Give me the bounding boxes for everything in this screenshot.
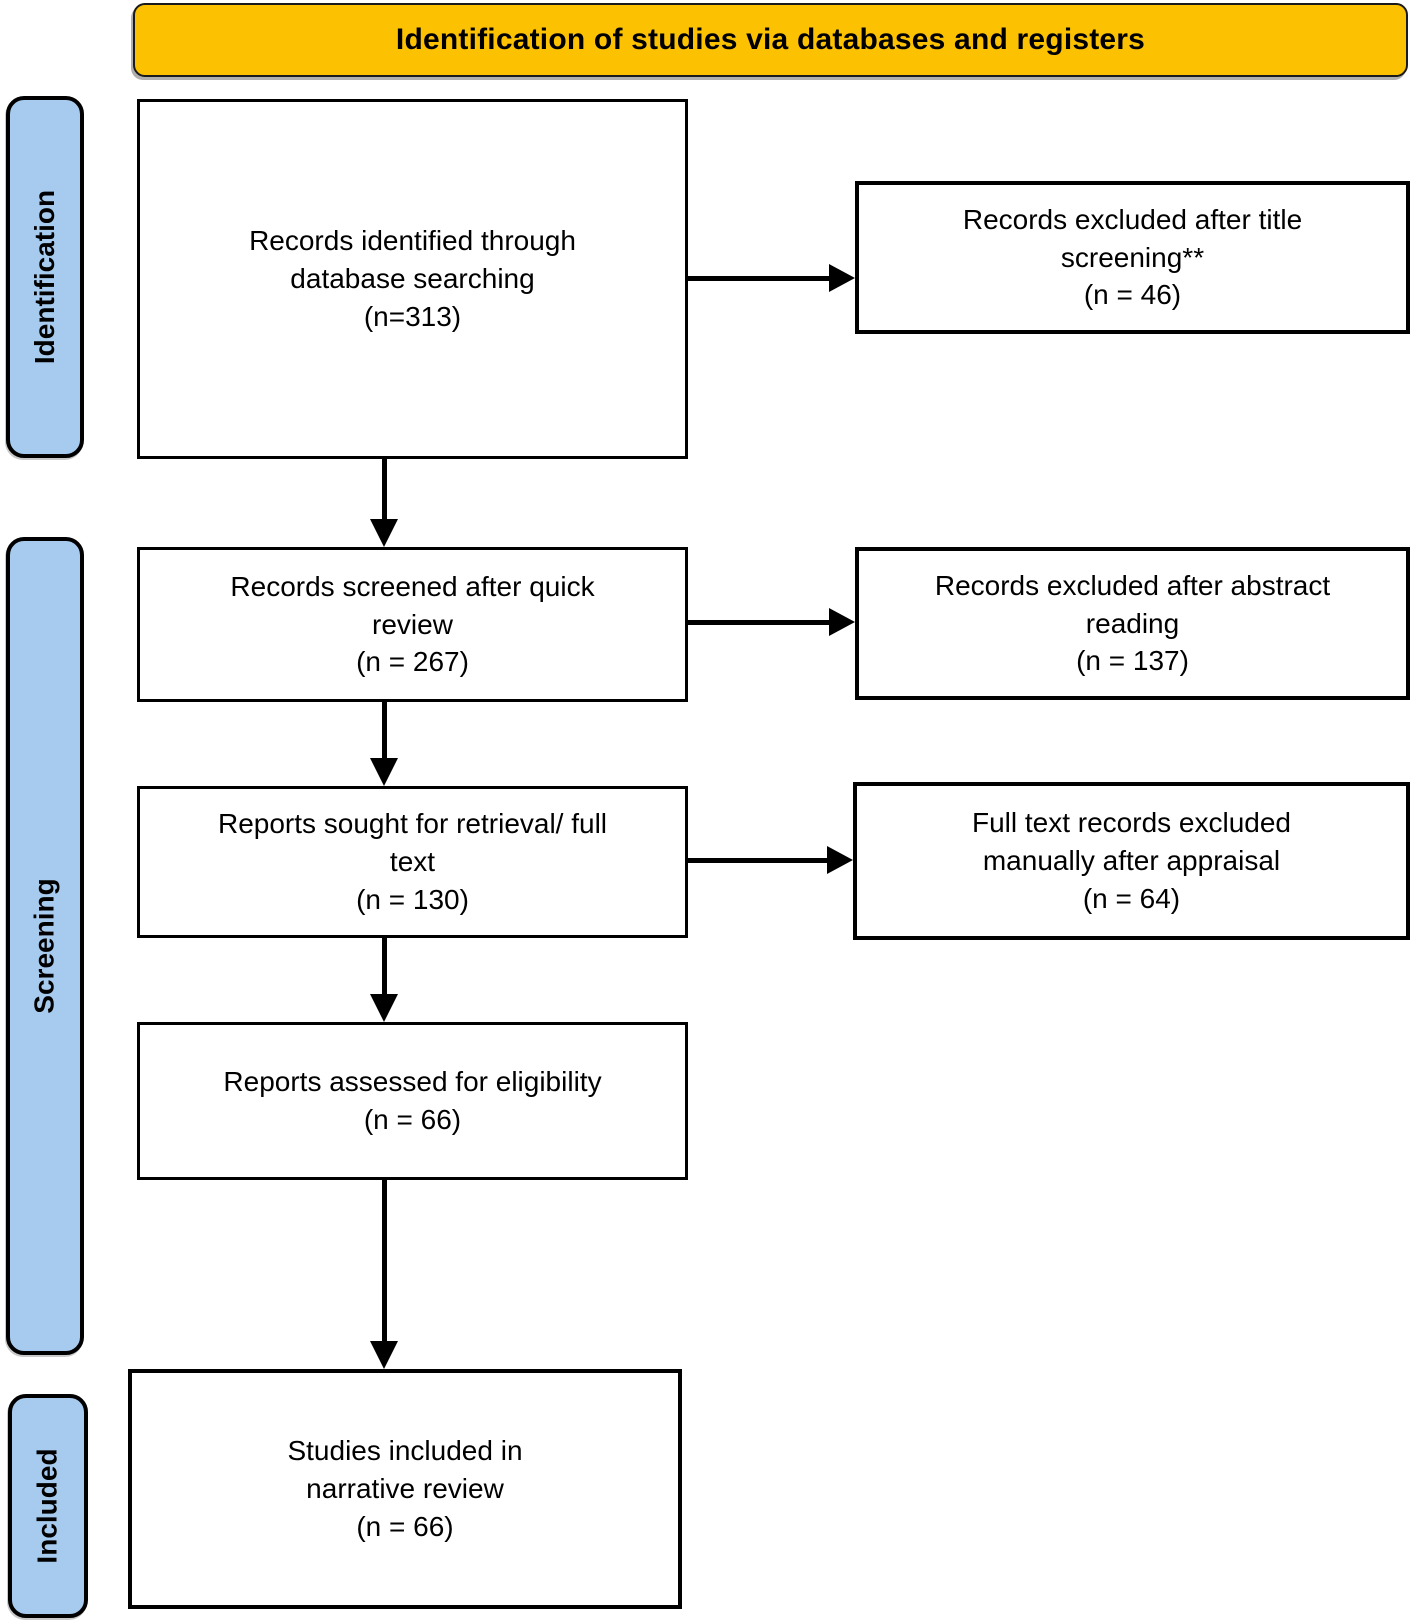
arrow-assessed-to-included: [369, 1180, 399, 1369]
box-reports-assessed-text: Reports assessed for eligibility (n = 66…: [223, 1066, 602, 1135]
arrow-line: [381, 1180, 387, 1341]
box-excluded-title-screening: Records excluded after title screening**…: [855, 181, 1410, 334]
arrow-identified-to-screened: [369, 459, 399, 547]
arrowhead-right-icon: [829, 264, 855, 292]
box-excluded-full-text: Full text records excluded manually afte…: [853, 782, 1410, 940]
arrowhead-down-icon: [370, 758, 398, 786]
box-records-screened-text: Records screened after quick review (n =…: [230, 570, 595, 678]
arrow-line: [688, 619, 829, 625]
box-records-screened: Records screened after quick review (n =…: [137, 547, 688, 702]
stage-tab-identification: Identification: [6, 96, 84, 458]
box-studies-included: Studies included in narrative review (n …: [128, 1369, 682, 1609]
arrow-identified-to-excluded-title: [688, 264, 855, 292]
arrowhead-down-icon: [370, 519, 398, 547]
arrowhead-down-icon: [370, 994, 398, 1022]
arrow-line: [381, 938, 387, 994]
box-records-identified-text: Records identified through database sear…: [249, 225, 576, 332]
arrow-line: [688, 857, 827, 863]
box-excluded-full-text-text: Full text records excluded manually afte…: [971, 807, 1292, 914]
arrow-line: [688, 275, 829, 281]
box-excluded-abstract-reading: Records excluded after abstract reading …: [855, 547, 1410, 700]
stage-label-included: Included: [32, 1448, 63, 1564]
arrow-line: [381, 459, 387, 519]
box-excluded-title-screening-text: Records excluded after title screening**…: [962, 203, 1303, 311]
arrow-screened-to-excluded-abstract: [688, 608, 855, 636]
stage-label-screening: Screening: [29, 878, 61, 1014]
box-excluded-abstract-reading-text: Records excluded after abstract reading …: [934, 569, 1331, 677]
box-studies-included-text: Studies included in narrative review (n …: [287, 1435, 523, 1542]
box-records-identified: Records identified through database sear…: [137, 99, 688, 459]
stage-tab-included: Included: [8, 1394, 88, 1618]
box-reports-assessed: Reports assessed for eligibility (n = 66…: [137, 1022, 688, 1180]
arrow-sought-to-assessed: [369, 938, 399, 1022]
arrowhead-right-icon: [827, 846, 853, 874]
arrowhead-down-icon: [370, 1341, 398, 1369]
header-bar: Identification of studies via databases …: [133, 3, 1408, 77]
arrow-screened-to-sought: [369, 702, 399, 786]
stage-label-identification: Identification: [29, 189, 61, 365]
arrow-line: [381, 702, 387, 758]
header-title: Identification of studies via databases …: [395, 23, 1146, 56]
stage-tab-screening: Screening: [6, 537, 84, 1355]
arrowhead-right-icon: [829, 608, 855, 636]
box-reports-sought-text: Reports sought for retrieval/ full text …: [217, 808, 608, 915]
box-reports-sought: Reports sought for retrieval/ full text …: [137, 786, 688, 938]
arrow-sought-to-excluded-fulltext: [688, 846, 853, 874]
